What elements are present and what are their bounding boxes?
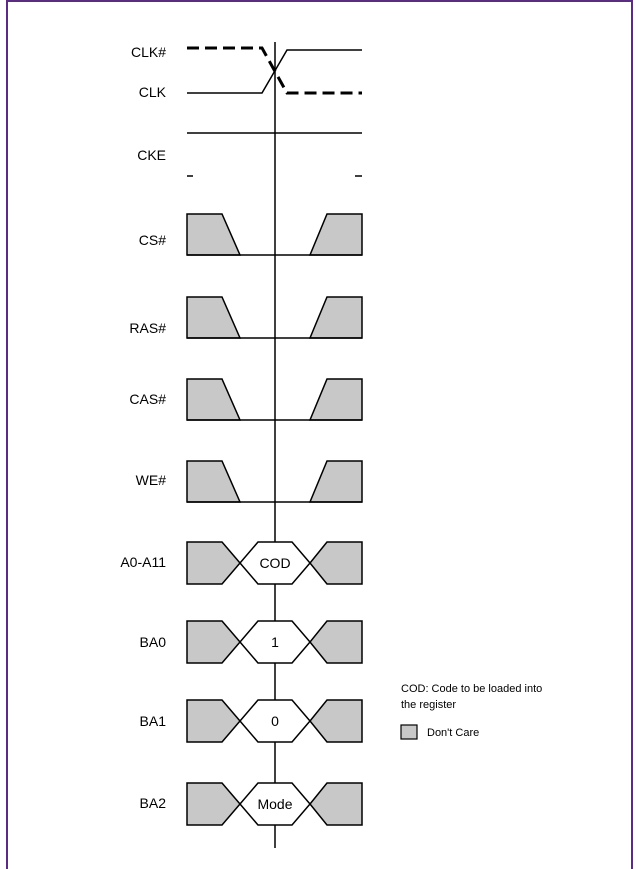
ras-n-label: RAS# (129, 320, 166, 336)
ba0-valid-cell (239, 620, 311, 664)
ba0-label: BA0 (140, 634, 167, 650)
cas-n-dont-care-left (186, 378, 242, 421)
ba0-value: 1 (271, 634, 279, 650)
ba1-dont-care-right (309, 699, 363, 743)
dont-care-swatch (400, 724, 418, 740)
dont-care-label: Don't Care (427, 727, 479, 739)
cke-label: CKE (137, 147, 166, 163)
cod-note-line1: COD: Code to be loaded into (401, 683, 542, 695)
cs-n-label: CS# (139, 232, 166, 248)
a0-a11-dont-care-right (309, 541, 363, 585)
ba0-dont-care-right (309, 620, 363, 664)
a0-a11-dont-care-left (186, 541, 241, 585)
ba2-value: Mode (257, 796, 292, 812)
we-n-dont-care-right (308, 460, 363, 503)
clk-label: CLK (139, 84, 167, 100)
ba1-value: 0 (271, 713, 279, 729)
cs-n-dont-care-right (308, 213, 363, 256)
ba1-dont-care-left (186, 699, 241, 743)
ba0-dont-care-left (186, 620, 241, 664)
a0-a11-value: COD (259, 555, 290, 571)
cas-n-dont-care-right (308, 378, 363, 421)
ba1-valid-cell (239, 699, 311, 743)
clk-n-label: CLK# (131, 44, 166, 60)
cod-note-line2: the register (401, 699, 456, 711)
a0-a11-valid-cell (239, 541, 311, 585)
cas-n-label: CAS# (129, 391, 166, 407)
we-n-label: WE# (136, 472, 167, 488)
ba2-valid-cell (239, 782, 311, 826)
we-n-dont-care-left (186, 460, 242, 503)
ras-n-dont-care-right (308, 296, 363, 339)
ba2-dont-care-left (186, 782, 241, 826)
cs-n-dont-care-left (186, 213, 242, 256)
ba2-dont-care-right (309, 782, 363, 826)
ba2-label: BA2 (140, 795, 167, 811)
ras-n-dont-care-left (186, 296, 242, 339)
clk-waveform (187, 49, 362, 94)
a0-a11-label: A0-A11 (120, 554, 166, 570)
ba1-label: BA1 (140, 713, 167, 729)
